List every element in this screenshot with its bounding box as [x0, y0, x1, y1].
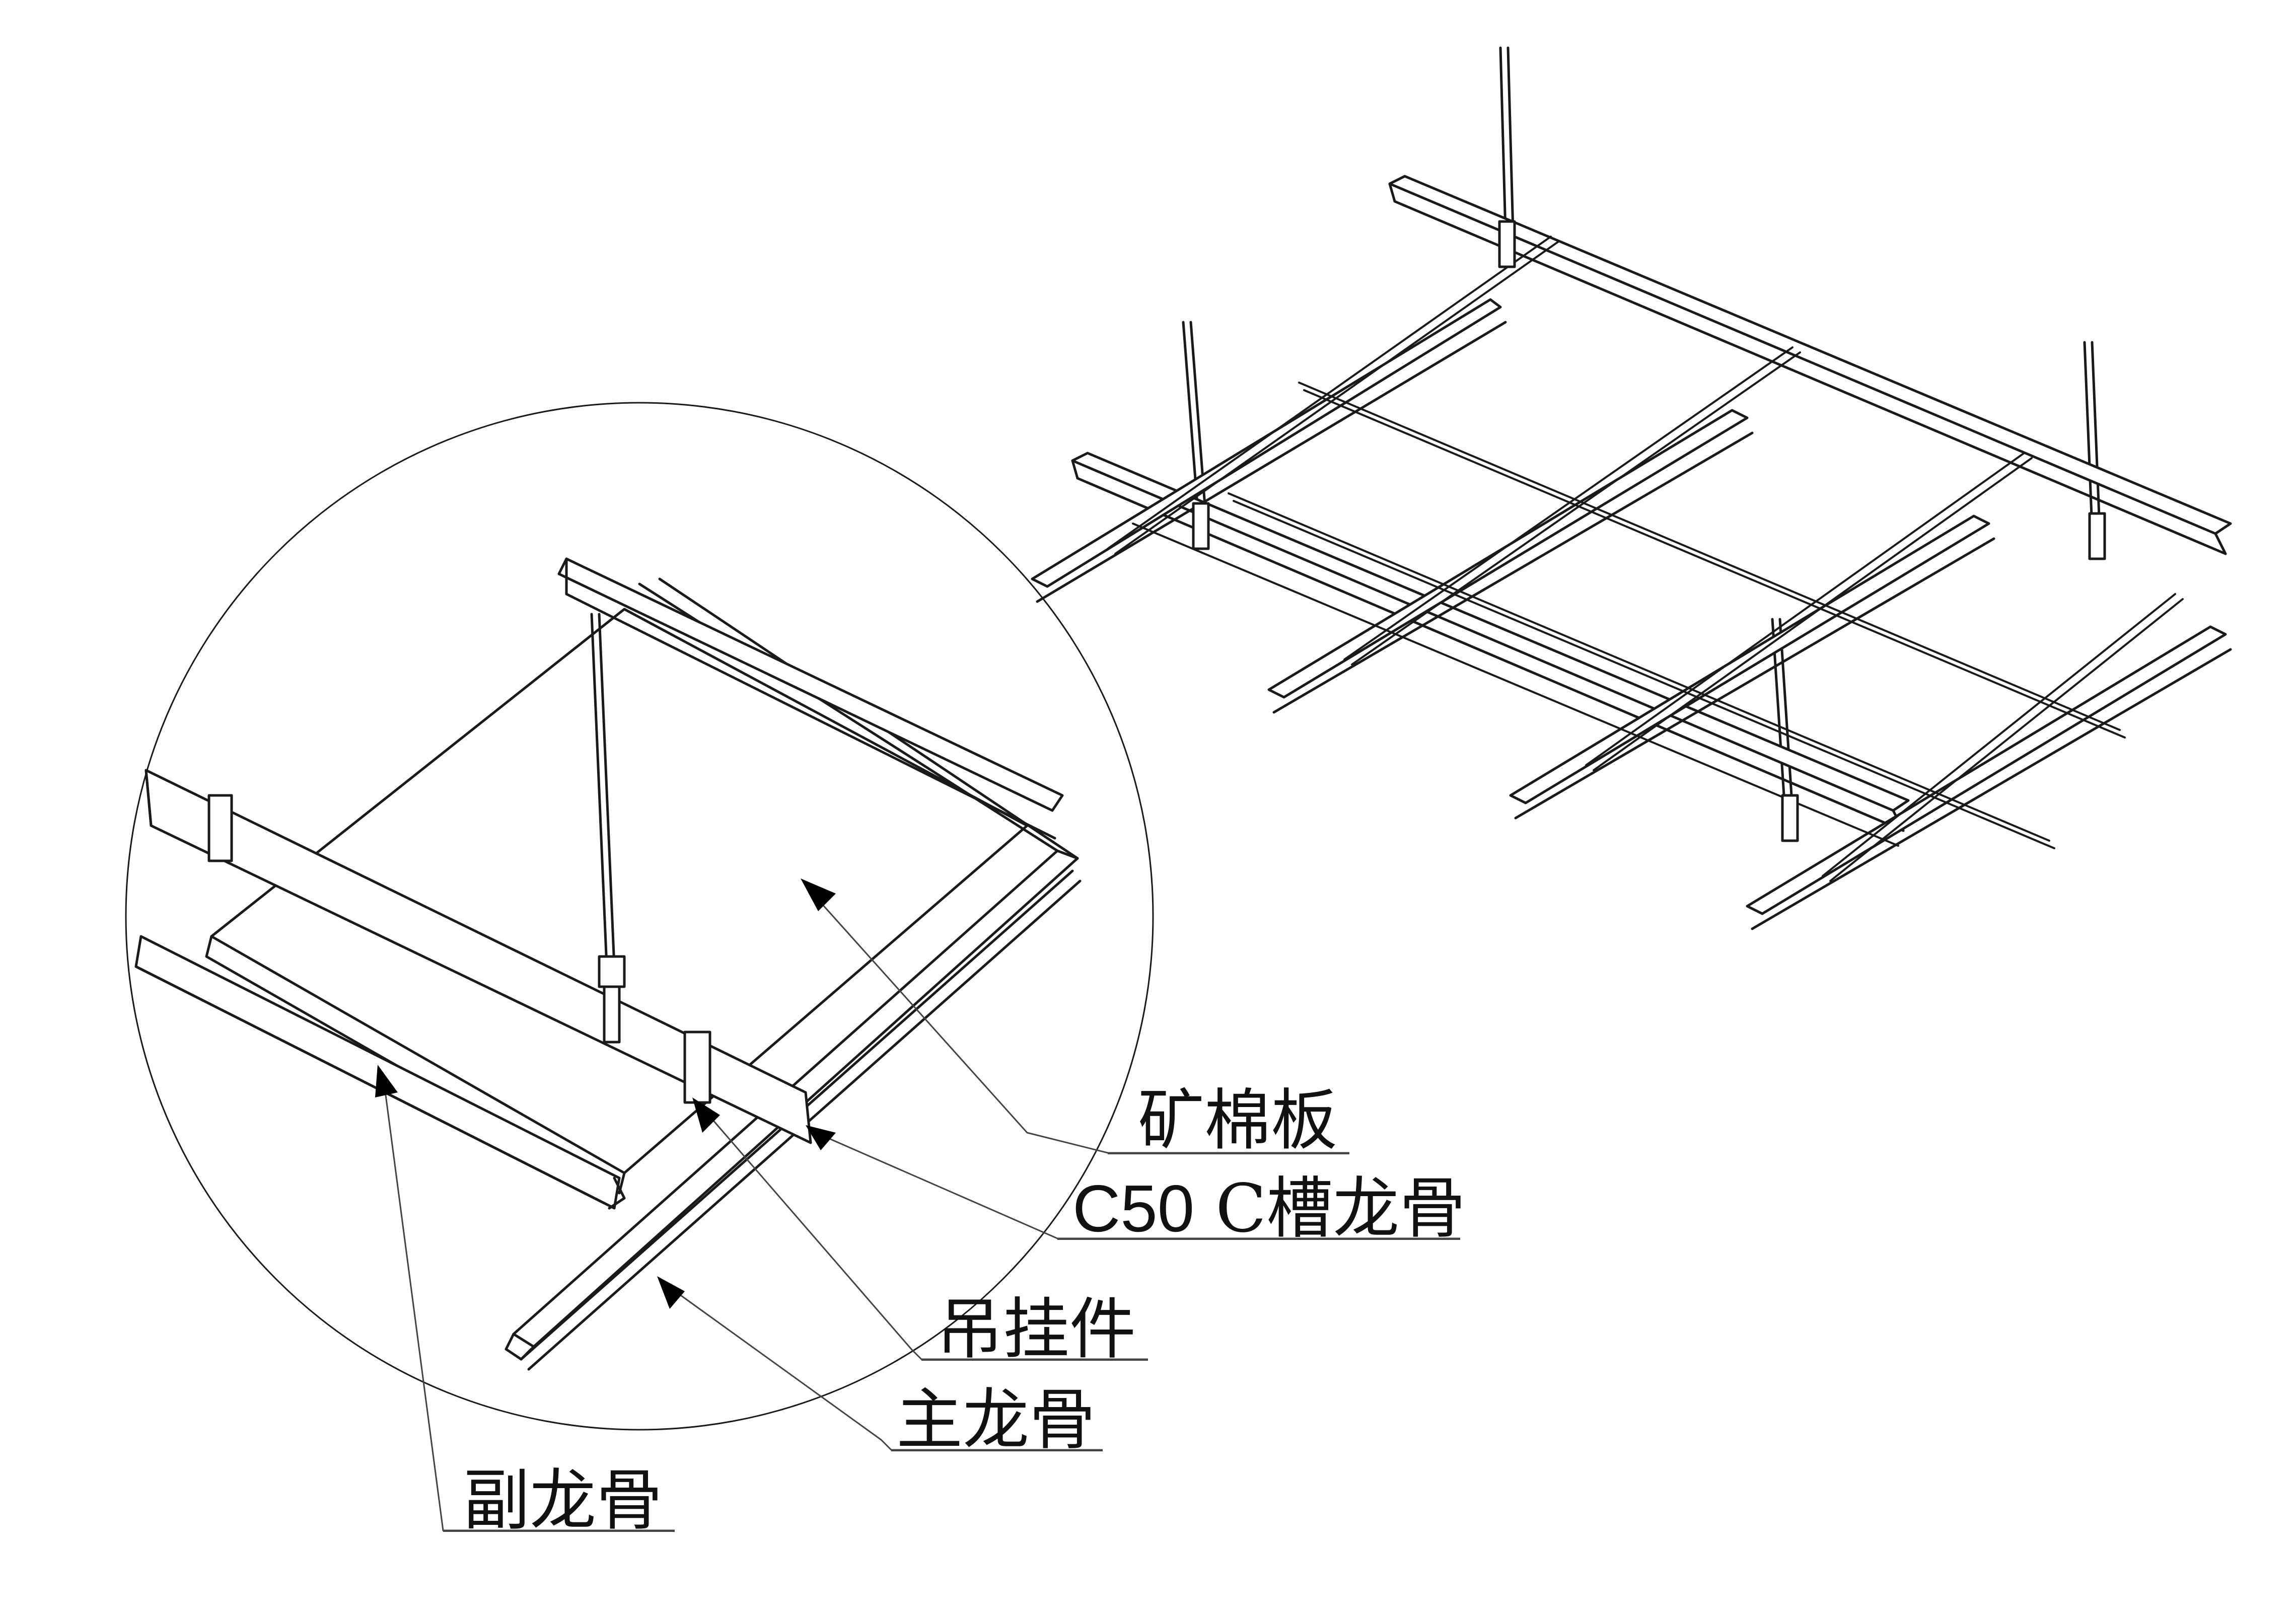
label-c-channel: C50 C槽龙骨 [1072, 1175, 1466, 1242]
label-c-channel-prefix: C50 [1072, 1171, 1195, 1245]
c-channels-overall [1031, 298, 2232, 930]
hanger-clips-overall [1192, 220, 2106, 842]
cross-tees-overall [1107, 236, 2184, 882]
underline-secondary-keel [443, 1530, 675, 1532]
label-c-channel-suffix: C槽龙骨 [1215, 1170, 1466, 1247]
overall-grid-assembly [1031, 46, 2232, 930]
c-channel-detail [145, 557, 1064, 1144]
leader-arrow-icons [375, 878, 836, 1309]
label-hanger: 吊挂件 [937, 1291, 1136, 1368]
detail-view [125, 402, 1460, 1531]
label-secondary-keel: 副龙骨 [463, 1462, 663, 1539]
underline-main-keel [891, 1450, 1103, 1451]
underline-hanger [921, 1359, 1148, 1361]
underline-c-channel [1057, 1238, 1460, 1240]
hanger-detail [207, 613, 711, 1104]
label-main-keel: 主龙骨 [896, 1381, 1096, 1459]
underline-ceiling-board [1108, 1153, 1349, 1154]
detail-magnifier-circle-icon [125, 402, 1154, 1431]
label-ceiling-board: 矿棉板 [1138, 1082, 1337, 1159]
